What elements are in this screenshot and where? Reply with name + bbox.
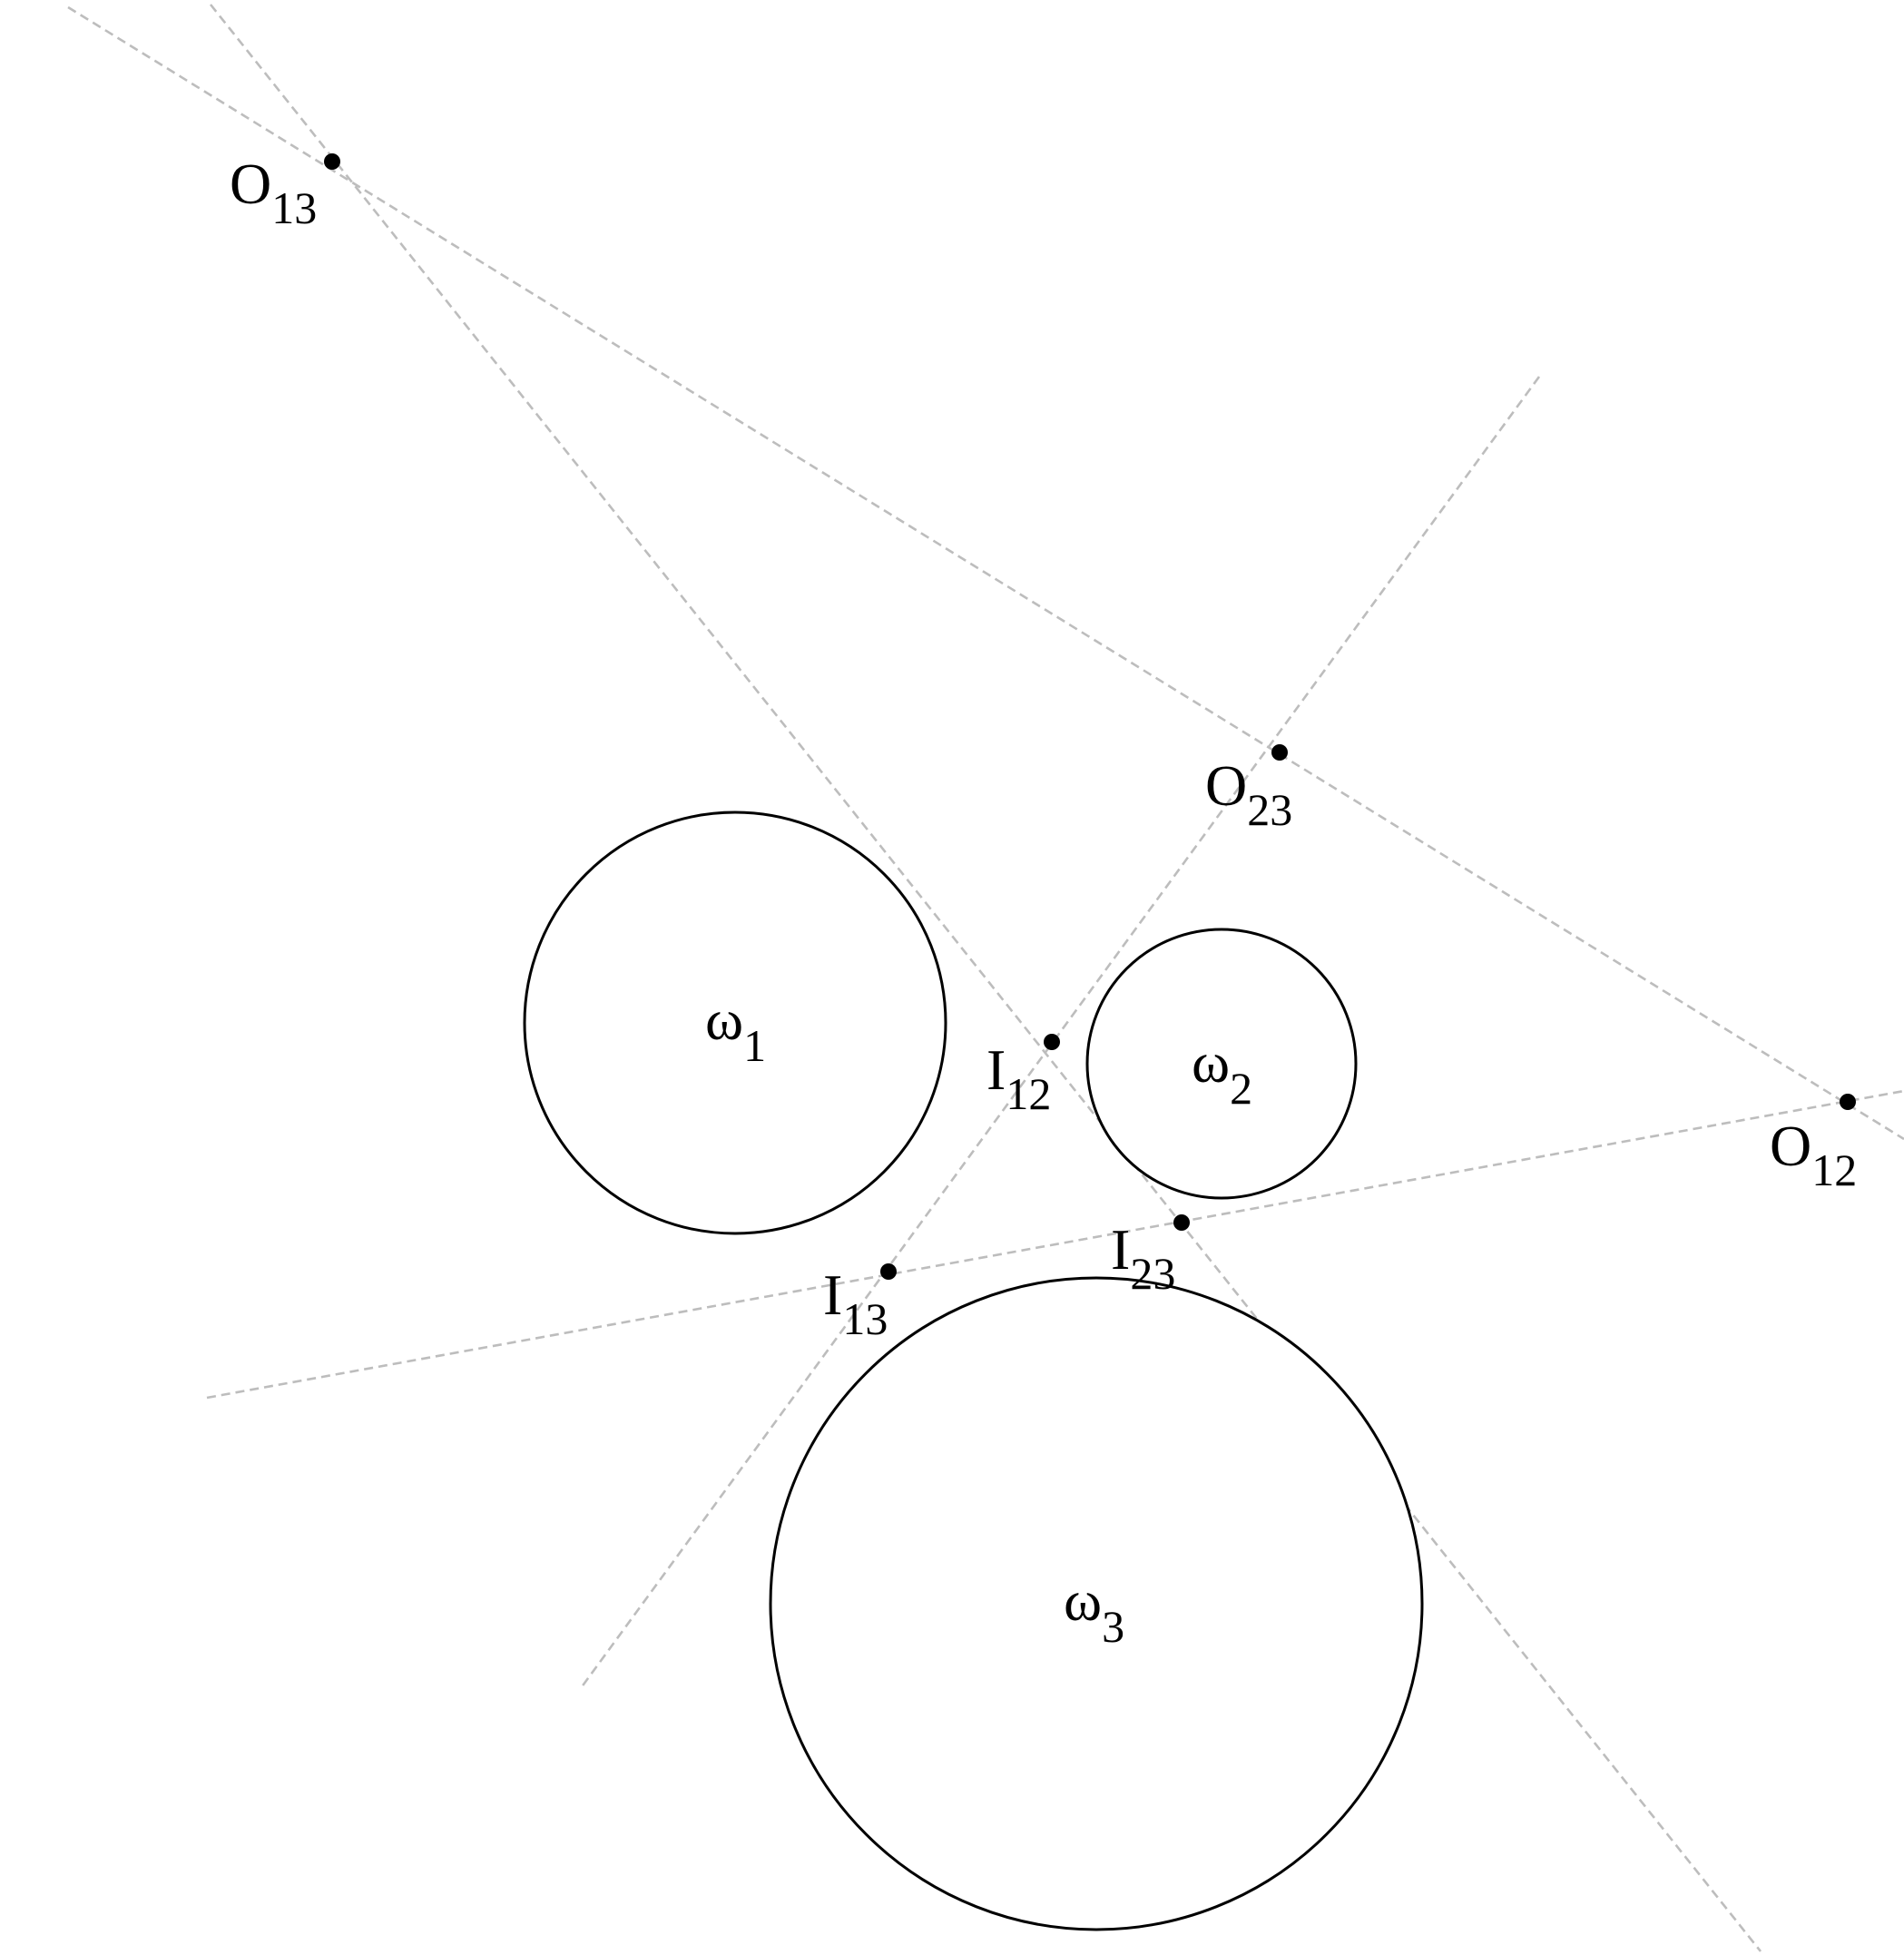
guide-lines xyxy=(67,4,1904,1952)
circle-omega-1 xyxy=(523,810,947,1235)
point-o13 xyxy=(324,153,340,170)
omega-3-label: ω3 xyxy=(1064,1568,1124,1652)
line-o13-i12-i23 xyxy=(209,4,1762,1952)
i13-label: I13 xyxy=(823,1262,888,1344)
omega-2-label: ω2 xyxy=(1192,1030,1252,1114)
point-i23 xyxy=(1173,1214,1190,1231)
omega-1-label: ω1 xyxy=(705,987,766,1071)
point-labels: O13 O23 O12 I12 I23 I13 xyxy=(230,152,1857,1344)
i12-label: I12 xyxy=(986,1037,1051,1119)
o12-label: O12 xyxy=(1770,1114,1857,1195)
o13-label: O13 xyxy=(230,152,317,233)
i23-label: I23 xyxy=(1111,1217,1175,1299)
point-o12 xyxy=(1840,1094,1856,1110)
point-i13 xyxy=(880,1263,897,1280)
circles xyxy=(523,810,1424,1931)
circle-omega-2 xyxy=(1085,928,1358,1200)
point-o23 xyxy=(1271,744,1288,761)
points xyxy=(324,153,1856,1280)
o23-label: O23 xyxy=(1205,753,1292,835)
line-o23-i12-i13 xyxy=(579,376,1541,1689)
point-i12 xyxy=(1044,1034,1060,1050)
line-i13-i23-o12 xyxy=(206,1089,1904,1400)
circle-omega-3 xyxy=(769,1276,1424,1931)
line-o13-o23-o12 xyxy=(67,5,1904,1141)
circle-labels: ω1 ω2 ω3 xyxy=(705,987,1252,1652)
